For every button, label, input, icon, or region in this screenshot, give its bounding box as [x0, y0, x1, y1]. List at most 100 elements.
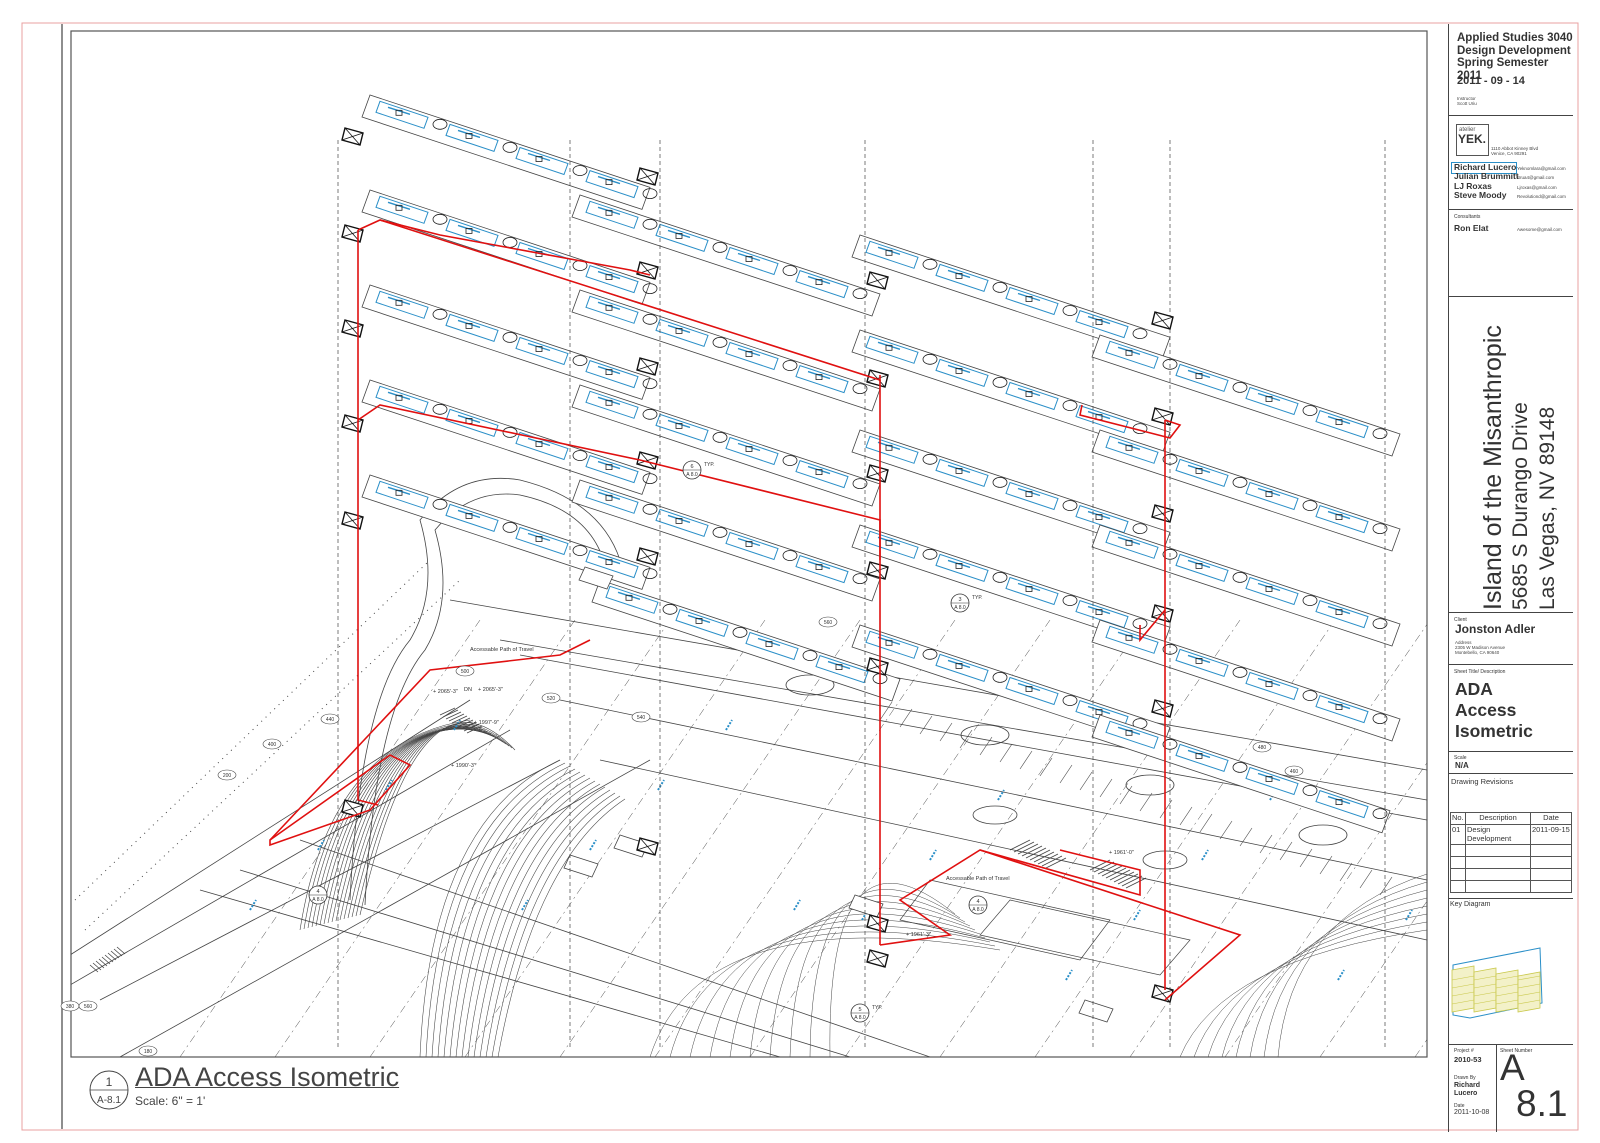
- blue-marker: [657, 779, 665, 791]
- stair-tread: [1109, 869, 1131, 881]
- sheet-number-value: 8.1: [1516, 1083, 1568, 1124]
- contour-label-text: 440: [326, 717, 335, 723]
- stair-tread: [448, 713, 465, 722]
- project-info: Island of the Misanthropic 5685 S Durang…: [1479, 325, 1561, 610]
- unit-outline: [1245, 671, 1299, 701]
- course-info: Applied Studies 3040 Design Development …: [1457, 32, 1573, 82]
- connector: [782, 360, 798, 371]
- unit-outline: [445, 503, 499, 533]
- site-path: [349, 477, 621, 901]
- contour-label-text: 560: [824, 620, 833, 626]
- unit-room: [815, 564, 823, 570]
- connector: [922, 648, 938, 660]
- core-x: [636, 362, 659, 371]
- unit-outline: [815, 654, 869, 684]
- unit-outline: [1175, 458, 1229, 488]
- connector: [852, 383, 868, 395]
- unit-outline: [795, 554, 849, 584]
- floor-plate: [1091, 524, 1401, 647]
- blue-marker: [725, 719, 733, 731]
- unit-outline: [1245, 481, 1299, 511]
- route-segment: [879, 849, 1242, 1001]
- scale-label: Scale: [1454, 755, 1467, 761]
- unit-detail: [597, 175, 621, 185]
- connector: [1302, 405, 1318, 416]
- callout-number: 3: [958, 597, 961, 603]
- slab-outline: [361, 284, 651, 400]
- unit-detail: [597, 365, 621, 375]
- contour-curve: [467, 783, 601, 1057]
- slab-outline: [571, 479, 881, 602]
- unit-outline: [1005, 381, 1059, 411]
- unit-outline: [725, 531, 779, 561]
- unit-detail: [1117, 441, 1141, 450]
- stair-tread: [1093, 861, 1115, 873]
- contour-curve: [425, 762, 566, 1057]
- connector: [642, 218, 658, 230]
- floor-plate: [851, 234, 1171, 360]
- connector: [642, 503, 658, 515]
- consultant-email: Awesome@gmail.com: [1517, 227, 1562, 232]
- contour-label-text: 400: [268, 742, 277, 748]
- contour-label-text: 460: [1290, 769, 1299, 775]
- stair-tread: [466, 725, 483, 734]
- key-diagram-label: Key Diagram: [1450, 901, 1491, 908]
- slab-outline: [361, 474, 651, 590]
- unit-detail: [1117, 726, 1141, 735]
- contour-label: 480: [1252, 741, 1272, 753]
- key-block: [1517, 971, 1541, 1013]
- connector: [1232, 476, 1248, 488]
- site-line: [199, 889, 781, 1057]
- contour-curve: [443, 771, 581, 1057]
- floor-plate: [571, 384, 881, 507]
- unit-outline: [1315, 409, 1369, 439]
- core-x: [866, 954, 889, 963]
- unit-detail: [1017, 487, 1041, 497]
- route-segment: [269, 639, 591, 841]
- unit-outline: [585, 485, 639, 514]
- drawing-scale: Scale: 6" = 1': [135, 1094, 206, 1108]
- slab-outline: [361, 94, 651, 210]
- connector: [1232, 667, 1248, 678]
- unit-room: [1025, 391, 1033, 397]
- contour-curve: [669, 931, 996, 1057]
- unit-room: [1025, 491, 1033, 497]
- unit-room: [1195, 658, 1203, 664]
- contour-curve: [485, 792, 616, 1057]
- unit-outline: [655, 508, 709, 538]
- unit-detail: [667, 324, 691, 334]
- contour-curve: [331, 728, 495, 923]
- unit-detail: [1017, 292, 1041, 302]
- instructor: Instructor Scott Uriu: [1457, 96, 1477, 106]
- blue-marker: [453, 719, 461, 731]
- key-line: [1517, 975, 1541, 981]
- parking-stripe: [1319, 855, 1333, 875]
- unit-detail: [757, 637, 781, 647]
- contour-label: 200: [217, 769, 237, 781]
- elev-label-1b: + 2065'-3": [478, 687, 503, 693]
- dn-label: DN: [464, 687, 472, 693]
- unit-detail: [1087, 410, 1111, 420]
- unit-room: [1195, 563, 1203, 569]
- contour-curve: [1249, 889, 1427, 1057]
- parking-stripe: [919, 715, 933, 735]
- core-x: [1151, 412, 1174, 421]
- floor-plate: [571, 289, 881, 412]
- site-line: [71, 729, 511, 985]
- stair-tread: [463, 723, 480, 732]
- core-box: [636, 167, 659, 186]
- stair-block: [578, 566, 614, 590]
- connector: [712, 431, 728, 443]
- scale-value: N/A: [1455, 761, 1469, 770]
- core-x: [341, 132, 364, 141]
- core-x: [1151, 989, 1174, 998]
- stair-tread: [1041, 855, 1063, 867]
- unit-outline: [795, 269, 849, 299]
- unit-room: [605, 399, 613, 406]
- site-line: [239, 869, 851, 1057]
- connector: [502, 141, 518, 153]
- unit-room: [815, 469, 823, 476]
- unit-room: [395, 489, 403, 496]
- unit-detail: [457, 129, 481, 139]
- contour-curve: [335, 728, 498, 922]
